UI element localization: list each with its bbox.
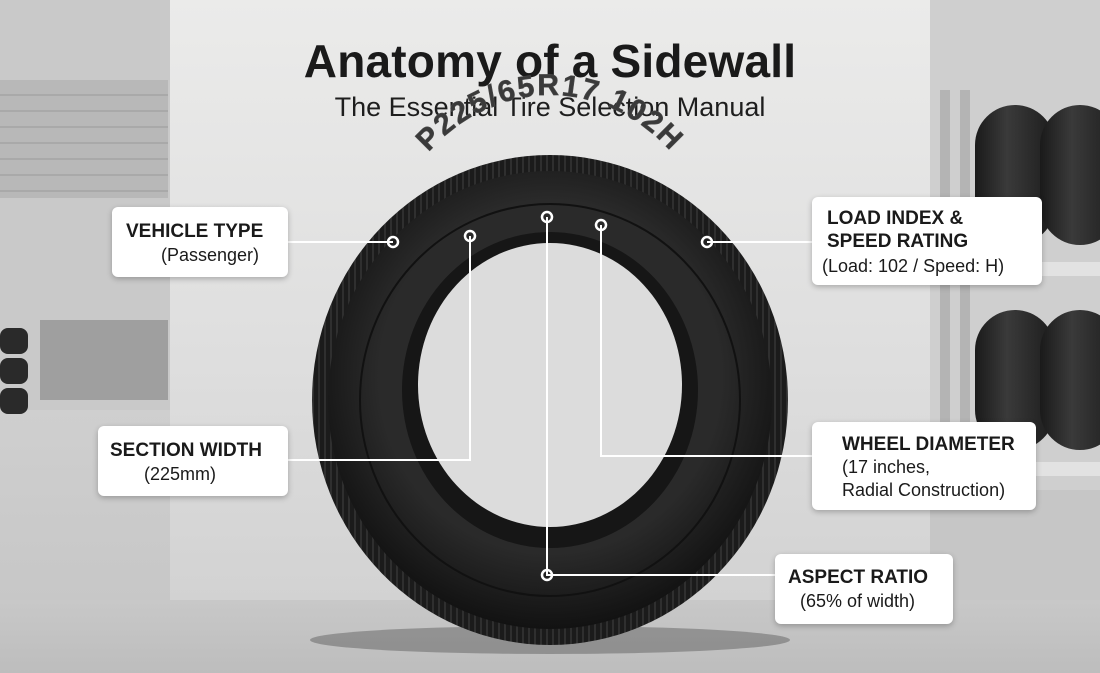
marker-dot xyxy=(463,229,477,243)
callout-heading: ASPECT RATIO xyxy=(788,567,929,588)
marker-dot xyxy=(540,210,554,224)
marker-dot xyxy=(540,568,554,582)
callout-aspect-ratio: ASPECT RATIO (65% of width) xyxy=(775,554,953,624)
page-title: Anatomy of a Sidewall xyxy=(303,35,797,87)
callout-heading: VEHICLE TYPE xyxy=(126,221,264,242)
callout-detail: (17 inches, xyxy=(842,457,931,477)
callout-detail: (65% of width) xyxy=(800,591,916,611)
rack-post xyxy=(940,90,950,490)
rack-post xyxy=(960,90,970,490)
callout-heading: WHEEL DIAMETER xyxy=(842,434,1015,455)
callout-detail: Radial Construction) xyxy=(842,480,1006,500)
callout-load-speed: LOAD INDEX & SPEED RATING (Load: 102 / S… xyxy=(812,197,1042,285)
rack-tire xyxy=(1040,105,1100,245)
tire-bore xyxy=(418,243,682,527)
marker-dot xyxy=(386,235,400,249)
callout-detail: (Passenger) xyxy=(161,245,260,265)
sidewall-code: P225/65R17 102H xyxy=(410,69,690,157)
stacked-tire xyxy=(0,358,28,384)
leader-wheel-diameter xyxy=(600,225,812,457)
stacked-tire xyxy=(0,388,28,414)
callout-detail: (Load: 102 / Speed: H) xyxy=(822,256,1005,276)
garage-door xyxy=(0,80,168,198)
callout-vehicle-type: VEHICLE TYPE (Passenger) xyxy=(112,207,288,277)
marker-dot xyxy=(700,235,714,249)
callout-detail: (225mm) xyxy=(144,464,217,484)
tire-sidewall-ring xyxy=(359,203,741,597)
page-subtitle: The Essential Tire Selection Manual xyxy=(334,92,766,122)
leader-aspect-ratio xyxy=(546,217,775,576)
rack-tire xyxy=(1040,310,1100,450)
callout-section-width: SECTION WIDTH (225mm) xyxy=(98,426,288,496)
callout-heading: LOAD INDEX & xyxy=(827,208,964,229)
callout-heading: SECTION WIDTH xyxy=(110,440,262,461)
callout-heading: SPEED RATING xyxy=(827,231,969,252)
stacked-tire xyxy=(0,328,28,354)
callout-wheel-diameter: WHEEL DIAMETER (17 inches, Radial Constr… xyxy=(812,422,1036,510)
marker-dot xyxy=(594,218,608,232)
leader-section-width xyxy=(288,236,471,461)
workbench xyxy=(40,320,168,400)
